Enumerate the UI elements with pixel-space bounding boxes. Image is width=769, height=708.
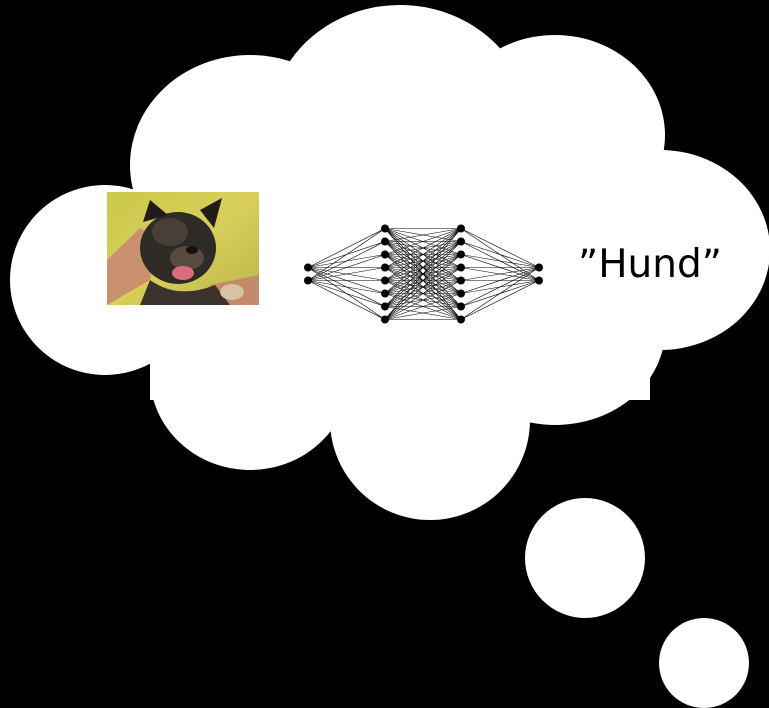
network-node (381, 302, 389, 311)
network-edge (460, 267, 540, 294)
network-edge (384, 254, 462, 320)
network-edge (307, 254, 386, 281)
network-node (457, 276, 465, 285)
network-edge (384, 228, 462, 242)
thought-bubble-small (659, 618, 749, 708)
network-node (381, 237, 389, 246)
network-edge (384, 306, 462, 320)
network-edge (460, 267, 540, 307)
network-edge (460, 241, 540, 268)
network-node (381, 276, 389, 285)
network-node (535, 276, 543, 285)
network-node (457, 263, 465, 272)
network-edge (307, 228, 386, 281)
network-node (381, 315, 389, 324)
network-edge (307, 280, 386, 320)
network-edge (460, 267, 540, 320)
network-node (381, 250, 389, 259)
thought-bubble-medium (525, 498, 645, 618)
network-node (457, 237, 465, 246)
network-edge (384, 241, 462, 320)
network-edge (384, 267, 462, 320)
dog-photo (107, 192, 259, 305)
network-edge (307, 267, 386, 281)
network-edge (307, 228, 386, 268)
network-edge (460, 267, 540, 281)
network-node (381, 224, 389, 233)
network-node (457, 224, 465, 233)
network-edge (384, 228, 462, 320)
network-edge (307, 241, 386, 281)
network-node (381, 289, 389, 298)
network-node (457, 302, 465, 311)
network-edge (384, 228, 462, 281)
network-edge (460, 228, 540, 268)
network-node (457, 250, 465, 259)
network-edge (307, 280, 386, 307)
output-label: ”Hund” (578, 242, 722, 287)
network-edge (460, 280, 540, 320)
network-edge (460, 254, 540, 268)
network-edge (384, 228, 462, 307)
network-edge (307, 280, 386, 294)
network-node (457, 289, 465, 298)
neural-network (304, 224, 543, 324)
network-edge (384, 280, 462, 320)
network-edge (384, 228, 462, 255)
network-node (304, 263, 312, 272)
network-edge (384, 228, 462, 268)
network-node (381, 263, 389, 272)
network-edge (384, 293, 462, 320)
network-node (535, 263, 543, 272)
network-node (457, 315, 465, 324)
network-node (304, 276, 312, 285)
network-edge (384, 228, 462, 294)
